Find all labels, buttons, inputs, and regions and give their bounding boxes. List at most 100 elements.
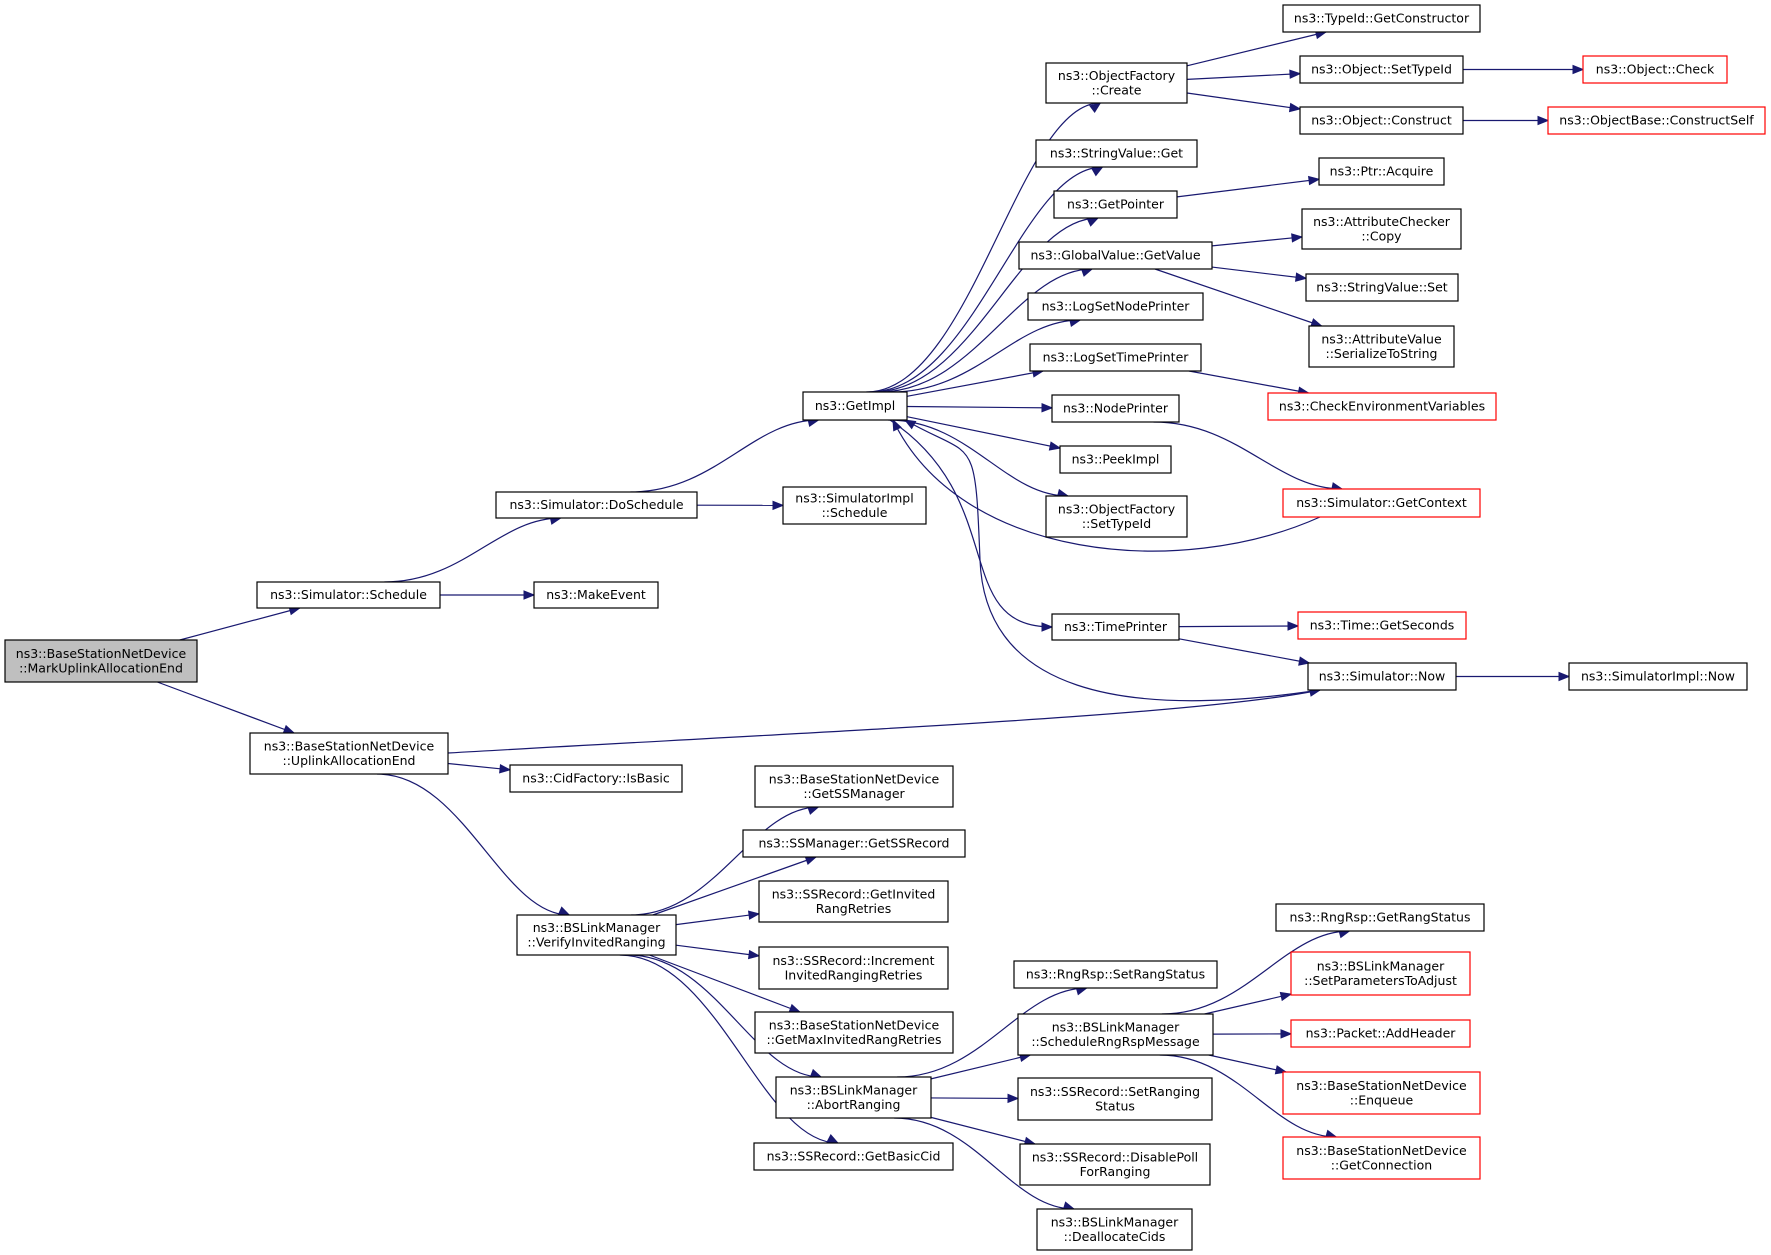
- node-box: [1045, 62, 1188, 104]
- node-label: ns3::BaseStationNetDevice: [16, 646, 187, 661]
- node-label: ::SerializeToString: [1326, 346, 1438, 361]
- node-packet-addheader[interactable]: ns3::Packet::AddHeader: [1290, 1019, 1471, 1048]
- node-typeid-getctor[interactable]: ns3::TypeId::GetConstructor: [1282, 4, 1481, 33]
- edge-obj_construct-to-objbase_construct-arrowhead: [1537, 115, 1550, 126]
- node-label: ns3::BSLinkManager: [1317, 958, 1445, 973]
- node-abort-ranging[interactable]: ns3::BSLinkManager::AbortRanging: [775, 1076, 932, 1119]
- node-ptr-acquire[interactable]: ns3::Ptr::Acquire: [1318, 157, 1445, 186]
- node-bs-getssmanager[interactable]: ns3::BaseStationNetDevice::GetSSManager: [754, 765, 954, 808]
- node-ssr-increment[interactable]: ns3::SSRecord::IncrementInvitedRangingRe…: [758, 946, 949, 990]
- edge-abort_ranging-to-schedule_rngrsp: [930, 1054, 1031, 1080]
- node-get-pointer[interactable]: ns3::GetPointer: [1053, 190, 1178, 219]
- node-sim-getcontext[interactable]: ns3::Simulator::GetContext: [1282, 488, 1481, 518]
- node-strval-get[interactable]: ns3::StringValue::Get: [1035, 139, 1198, 168]
- node-uplink-end[interactable]: ns3::BaseStationNetDevice::UplinkAllocat…: [249, 732, 449, 775]
- edge-verify_ranging-to-bs_getmaxinvited-arrowhead: [788, 1003, 802, 1013]
- edge-do_schedule-to-simimpl_schedule-arrowhead: [772, 500, 785, 511]
- node-label: ns3::Time::GetSeconds: [1310, 618, 1455, 633]
- node-rngrsp-setstatus[interactable]: ns3::RngRsp::SetRangStatus: [1013, 960, 1218, 989]
- edge-gv_getvalue-to-attrval_serialize: [1154, 268, 1322, 327]
- node-label: ns3::Simulator::GetContext: [1296, 495, 1467, 510]
- node-label: ::Schedule: [822, 505, 888, 520]
- node-label: ns3::ObjectFactory: [1058, 501, 1176, 516]
- node-peek-impl[interactable]: ns3::PeekImpl: [1059, 445, 1172, 474]
- node-bs-enqueue[interactable]: ns3::BaseStationNetDevice::Enqueue: [1282, 1071, 1481, 1115]
- node-log-node-printer[interactable]: ns3::LogSetNodePrinter: [1027, 292, 1204, 321]
- edge-sim_getcontext-to-get_impl: [892, 419, 1321, 552]
- node-label: ::Copy: [1361, 228, 1402, 243]
- node-label: ns3::SSRecord::GetBasicCid: [767, 1149, 941, 1164]
- node-box: [802, 391, 908, 421]
- node-sim-schedule[interactable]: ns3::Simulator::Schedule: [256, 581, 441, 609]
- node-box: [1282, 4, 1481, 33]
- node-set-params[interactable]: ns3::BSLinkManager::SetParametersToAdjus…: [1290, 951, 1471, 996]
- node-ssm-getssrecord[interactable]: ns3::SSManager::GetSSRecord: [742, 829, 966, 858]
- node-objbase-construct[interactable]: ns3::ObjectBase::ConstructSelf: [1547, 106, 1766, 135]
- node-dealloc-cids[interactable]: ns3::BSLinkManager::DeallocateCids: [1036, 1208, 1193, 1251]
- node-label: ns3::BSLinkManager: [790, 1082, 918, 1097]
- node-strval-set[interactable]: ns3::StringValue::Set: [1305, 273, 1459, 302]
- node-log-time-printer[interactable]: ns3::LogSetTimePrinter: [1029, 343, 1202, 372]
- node-time-printer[interactable]: ns3::TimePrinter: [1051, 613, 1180, 641]
- node-box: [1027, 292, 1204, 321]
- node-sim-now[interactable]: ns3::Simulator::Now: [1307, 662, 1457, 691]
- node-layer: ns3::BaseStationNetDevice::MarkUplinkAll…: [4, 4, 1766, 1251]
- node-label: ns3::ObjectFactory: [1058, 68, 1176, 83]
- node-label: ns3::GlobalValue::GetValue: [1030, 248, 1200, 263]
- edge-abort_ranging-to-ssr_disablepoll: [930, 1116, 1036, 1145]
- node-obj-settypeid[interactable]: ns3::Object::SetTypeId: [1299, 55, 1464, 84]
- node-obj-construct[interactable]: ns3::Object::Construct: [1299, 106, 1464, 135]
- node-box: [742, 829, 966, 858]
- node-bs-getconnection[interactable]: ns3::BaseStationNetDevice::GetConnection: [1282, 1136, 1481, 1180]
- edge-schedule_rngrsp-to-rngrsp_getstatus: [1161, 930, 1350, 1015]
- edge-schedule_rngrsp-to-set_params: [1204, 993, 1292, 1015]
- node-label: ns3::Simulator::Schedule: [270, 587, 427, 602]
- node-label: ns3::LogSetNodePrinter: [1042, 299, 1191, 314]
- node-time-getseconds[interactable]: ns3::Time::GetSeconds: [1297, 611, 1467, 640]
- edge-abort_ranging-to-rngrsp_setstatus: [897, 987, 1087, 1078]
- node-of-settypeid[interactable]: ns3::ObjectFactory::SetTypeId: [1045, 495, 1188, 538]
- node-box: [1029, 343, 1202, 372]
- node-ssr-getbasiccid[interactable]: ns3::SSRecord::GetBasicCid: [753, 1142, 954, 1171]
- edge-sim_now-to-get_impl-arrowhead: [903, 419, 917, 430]
- node-box: [753, 1142, 954, 1171]
- node-box: [1307, 662, 1457, 691]
- node-box: [1308, 325, 1455, 368]
- node-attrval-serialize[interactable]: ns3::AttributeValue::SerializeToString: [1308, 325, 1455, 368]
- node-box: [533, 581, 659, 609]
- node-node-printer[interactable]: ns3::NodePrinter: [1051, 394, 1180, 423]
- node-label: ns3::AttributeValue: [1321, 331, 1442, 346]
- edge-get_impl-to-gv_getvalue-arrowhead: [1080, 267, 1094, 277]
- node-check-env[interactable]: ns3::CheckEnvironmentVariables: [1267, 392, 1497, 421]
- node-cidfactory-isbasic[interactable]: ns3::CidFactory::IsBasic: [509, 764, 683, 793]
- node-do-schedule[interactable]: ns3::Simulator::DoSchedule: [495, 491, 698, 519]
- node-verify-ranging[interactable]: ns3::BSLinkManager::VerifyInvitedRanging: [516, 914, 677, 956]
- node-schedule-rngrsp[interactable]: ns3::BSLinkManager::ScheduleRngRspMessag…: [1017, 1013, 1214, 1056]
- node-get-impl[interactable]: ns3::GetImpl: [802, 391, 908, 421]
- node-label: ::MarkUplinkAllocationEnd: [19, 660, 183, 675]
- node-box: [516, 914, 677, 956]
- node-rngrsp-getstatus[interactable]: ns3::RngRsp::GetRangStatus: [1275, 903, 1485, 932]
- node-label: ::Enqueue: [1350, 1092, 1414, 1107]
- node-gv-getvalue[interactable]: ns3::GlobalValue::GetValue: [1018, 241, 1213, 270]
- node-make-event[interactable]: ns3::MakeEvent: [533, 581, 659, 609]
- edge-get_impl-to-strval_get: [869, 166, 1103, 393]
- node-simimpl-now[interactable]: ns3::SimulatorImpl::Now: [1568, 662, 1748, 691]
- node-label: ns3::BaseStationNetDevice: [264, 738, 435, 753]
- node-label: ns3::BSLinkManager: [1051, 1214, 1179, 1229]
- node-label: ns3::SSManager::GetSSRecord: [758, 836, 949, 851]
- edge-verify_ranging-to-ssm_getssrecord-arrowhead: [804, 856, 818, 865]
- node-bs-getmaxinvited[interactable]: ns3::BaseStationNetDevice::GetMaxInvited…: [754, 1011, 954, 1054]
- edge-time_printer-to-sim_now: [1178, 638, 1310, 664]
- node-of-create[interactable]: ns3::ObjectFactory::Create: [1045, 62, 1188, 104]
- edge-root-to-uplink_end-arrowhead: [282, 724, 296, 734]
- node-simimpl-schedule[interactable]: ns3::SimulatorImpl::Schedule: [782, 486, 927, 525]
- node-box: [1297, 611, 1467, 640]
- node-label: ::Create: [1092, 82, 1142, 97]
- node-attr-checker-copy[interactable]: ns3::AttributeChecker::Copy: [1301, 208, 1462, 250]
- node-obj-check[interactable]: ns3::Object::Check: [1582, 55, 1728, 84]
- node-label: ns3::StringValue::Set: [1316, 280, 1447, 295]
